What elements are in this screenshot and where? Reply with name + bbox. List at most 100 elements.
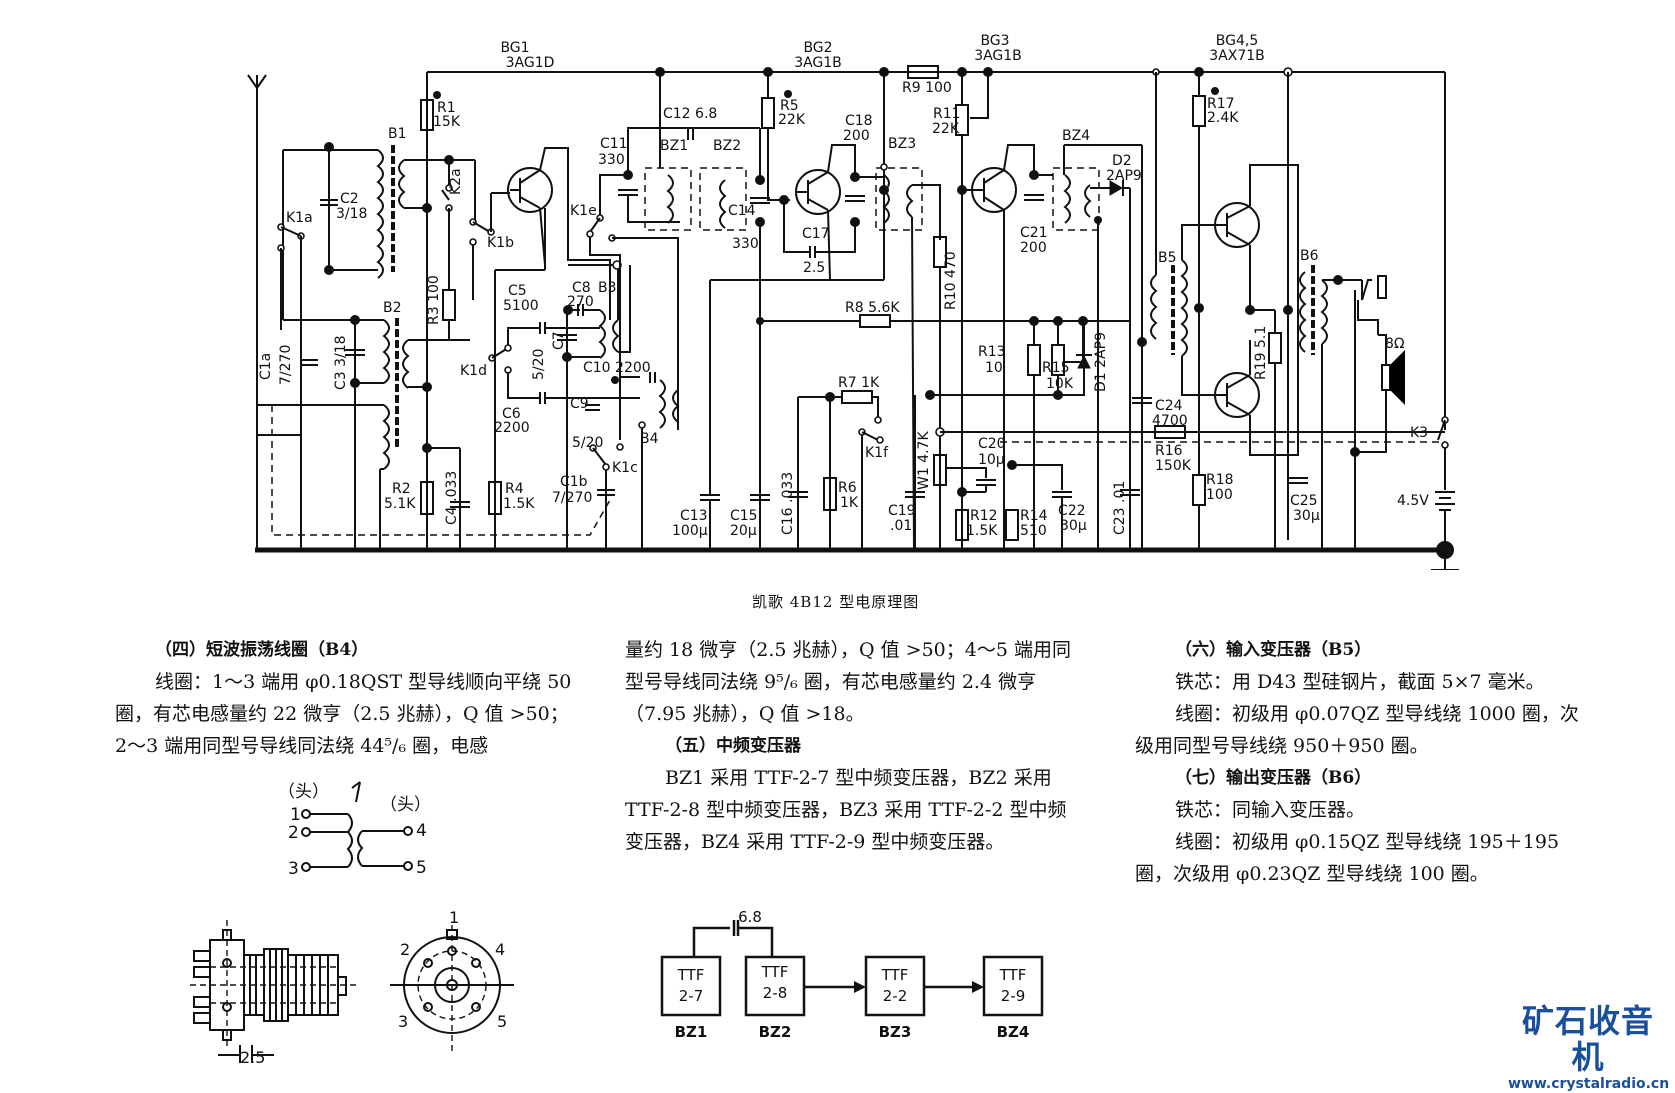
k1e-switch-label: K1e xyxy=(570,203,597,219)
section-7-core: 铁芯：同输入变压器。 xyxy=(1175,799,1366,821)
bg3-ref: BG3 xyxy=(980,33,1009,49)
c4-label: C4 .033 xyxy=(444,471,460,525)
bz1-coil xyxy=(666,174,674,224)
bg2-ref: BG2 xyxy=(803,40,832,56)
watermark-logo: 矿石收音机 www.crystalradio.cn xyxy=(1508,1003,1670,1093)
c6-label: C6 xyxy=(502,406,521,422)
r12-label: R12 xyxy=(970,508,998,524)
pin-2-label: 2 xyxy=(288,823,299,843)
if-block-bz3-ref: BZ3 xyxy=(879,1023,912,1041)
r15-label: R15 xyxy=(1042,360,1070,376)
c15-label: C15 xyxy=(730,508,758,524)
r13-resistor xyxy=(1027,344,1041,376)
bg1-type: 3AG1D xyxy=(506,55,555,71)
c17-value: 2.5 xyxy=(803,260,825,276)
c23-label: C23 .01 xyxy=(1112,481,1128,535)
bz1-can xyxy=(644,167,692,231)
c14-label: C14 xyxy=(728,203,756,219)
c17-label: C17 xyxy=(802,226,830,242)
watermark-url: www.crystalradio.cn xyxy=(1508,1076,1670,1092)
b4-coil-mechanical-drawing: 2.5 1 2 3 4 5 xyxy=(190,908,514,1067)
r14-label: R14 xyxy=(1020,508,1048,524)
r12-value: 1.5K xyxy=(966,523,998,539)
c15-value: 20μ xyxy=(730,523,757,539)
c1b-label: C1b xyxy=(560,474,588,490)
battery-label: 4.5V xyxy=(1397,493,1429,509)
r5-label: R5 xyxy=(780,98,799,114)
b1-secondary-coil xyxy=(398,159,406,209)
bg45-ref: BG4,5 xyxy=(1216,33,1258,49)
r19-label: R19 5.1 xyxy=(1253,326,1269,380)
bz1-label: BZ1 xyxy=(660,138,688,154)
end-pin-4-label: 4 xyxy=(495,940,505,959)
section-6-winding: 线圈：初级用 φ0.07QZ 型导线绕 1000 圈，次级用同型号导线绕 950… xyxy=(1135,703,1579,757)
b4-label: B4 xyxy=(640,431,659,447)
r1-resistor xyxy=(420,99,434,131)
r4-resistor xyxy=(488,481,502,515)
w1-label: W1 4.7K xyxy=(916,431,932,490)
pin-5-label: 5 xyxy=(416,858,427,878)
c5-label: C5 xyxy=(508,283,527,299)
r2-resistor xyxy=(420,481,434,515)
b3-coil xyxy=(598,309,606,359)
pin-1-label: 1 xyxy=(290,805,301,825)
r2-label: R2 xyxy=(392,481,411,497)
section-6-7-column: （六）输入变压器（B5） 铁芯：用 D43 型硅钢片，截面 5×7 毫米。 线圈… xyxy=(1135,634,1595,890)
r14-resistor xyxy=(1005,509,1019,541)
r5-resistor xyxy=(761,97,775,129)
c25-label: C25 xyxy=(1290,493,1318,509)
b6-label: B6 xyxy=(1300,248,1319,264)
b5-secondary-coil xyxy=(1180,259,1188,357)
d2-diode-icon xyxy=(1109,180,1123,196)
if-block-bz2-ref: BZ2 xyxy=(759,1023,792,1041)
r1-label: R1 xyxy=(437,100,456,116)
r2-value: 5.1K xyxy=(384,496,416,512)
bz3-can xyxy=(875,167,923,231)
dimension-label: 2.5 xyxy=(240,1048,265,1067)
k1b-switch-label: K1b xyxy=(487,235,514,251)
coil-end-view xyxy=(390,925,514,1055)
schematic-caption: 凯歌 4B12 型电原理图 xyxy=(752,593,920,611)
r7-label: R7 1K xyxy=(838,375,880,391)
b5-primary-coil xyxy=(1150,274,1158,340)
r11-value: 22K xyxy=(932,121,960,137)
bz2-can xyxy=(699,167,747,231)
r19-resistor xyxy=(1268,332,1282,364)
end-pin-2-label: 2 xyxy=(400,940,410,959)
if-block-bz1-type: TTF xyxy=(677,966,705,984)
coupling-cap-value: 6.8 xyxy=(738,908,762,926)
bg4-transistor-icon xyxy=(1214,202,1260,248)
c25-value: 30μ xyxy=(1293,508,1320,524)
bz4-can xyxy=(1052,167,1100,231)
end-pin-5-label: 5 xyxy=(497,1012,507,1031)
r18-label: R18 xyxy=(1206,472,1234,488)
c1b-value: 7/270 xyxy=(552,490,592,506)
b5-label: B5 xyxy=(1158,250,1177,266)
c20-label: C20 xyxy=(978,436,1006,452)
r16-value: 150K xyxy=(1155,458,1192,474)
section-4-body: 线圈：1～3 端用 φ0.18QST 型导线顺向平绕 50 圈，有芯电感量约 2… xyxy=(115,671,572,757)
section-6-core: 铁芯：用 D43 型硅钢片，截面 5×7 毫米。 xyxy=(1175,671,1545,693)
r17-label: R17 xyxy=(1207,96,1235,112)
r17-resistor xyxy=(1192,95,1206,127)
battery-icon xyxy=(1435,491,1455,511)
if-block-bz1-ref: BZ1 xyxy=(675,1023,708,1041)
section-7-winding: 线圈：初级用 φ0.15QZ 型导线绕 195＋195 圈，次级用 φ0.23Q… xyxy=(1135,831,1560,885)
c18-value: 200 xyxy=(843,128,870,144)
bz2-coil xyxy=(719,179,727,229)
end-pin-1-label: 1 xyxy=(449,908,459,927)
c1a-value: 7/270 xyxy=(278,345,294,385)
r18-value: 100 xyxy=(1206,487,1233,503)
pin-4-label: 4 xyxy=(416,821,427,841)
pin-head-right-label: （头） xyxy=(380,795,431,815)
r1-value: 15K xyxy=(433,114,461,130)
bz4-coil xyxy=(1063,174,1071,224)
b4-coil xyxy=(658,379,666,429)
b1-primary-coil xyxy=(376,149,384,279)
if-block-bz3-type: TTF xyxy=(881,966,909,984)
c7-value: 5/20 xyxy=(531,349,547,380)
if-block-bz4-model: 2-9 xyxy=(1001,987,1026,1005)
antenna-icon xyxy=(247,74,267,550)
bg5-transistor-icon xyxy=(1214,372,1260,418)
c21-value: 200 xyxy=(1020,240,1047,256)
